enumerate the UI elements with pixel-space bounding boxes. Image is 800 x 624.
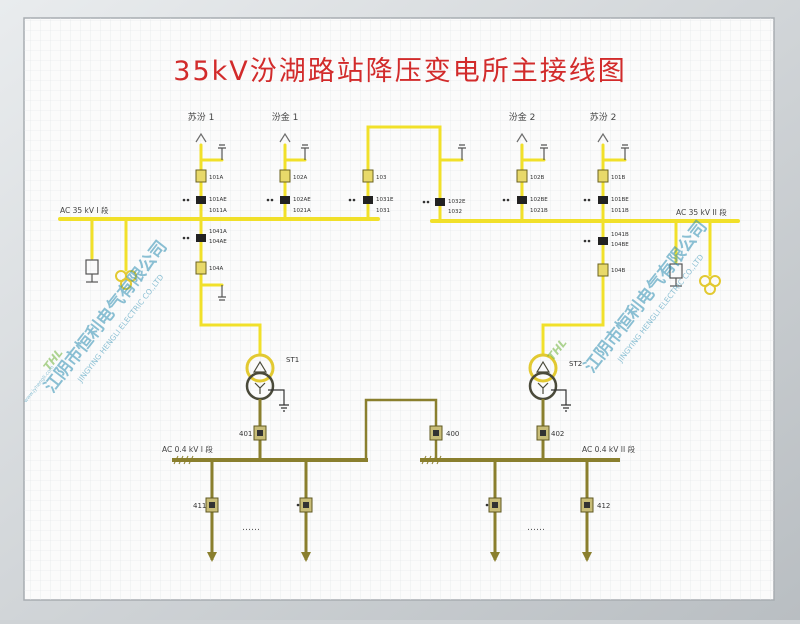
label-104AE: 104AE: [209, 239, 227, 245]
label-1041A: 1041A: [209, 229, 227, 235]
breaker-102B: [516, 169, 528, 183]
board-grid: [24, 18, 774, 600]
label-102BE: 102BE: [530, 197, 548, 203]
breaker-104A: [195, 261, 207, 275]
label-1021A: 1021A: [293, 208, 311, 214]
label-1031E: 1031E: [376, 197, 394, 203]
label-411: 411: [193, 502, 206, 510]
label-st1: ST1: [286, 356, 299, 364]
label-401: 401: [239, 430, 252, 438]
bus-label-lv-1: AC 0.4 kV I 段: [162, 444, 213, 454]
label-1032E: 1032E: [448, 199, 466, 205]
bus-label-hv-1: AC 35 kV I 段: [60, 205, 109, 215]
label-101AE: 101AE: [209, 197, 227, 203]
label-1032: 1032: [448, 209, 462, 215]
label-400: 400: [446, 430, 459, 438]
label-402: 402: [551, 430, 564, 438]
bus-label-lv-2: AC 0.4 kV II 段: [582, 444, 636, 454]
feeder-labels: 苏汾 1 汾金 1 汾金 2 苏汾 2: [188, 111, 617, 123]
label-1041B: 1041B: [611, 232, 629, 238]
outgoing-feeder-arrows: [207, 552, 592, 562]
bus-left-equipment: [85, 259, 137, 290]
feeder-label-fenjin1: 汾金 1: [272, 111, 299, 123]
label-101A: 101A: [209, 175, 223, 181]
bus-right-equipment: [669, 263, 721, 295]
label-1021B: 1021B: [530, 208, 548, 214]
feeder-terminal-symbols: [195, 132, 609, 143]
breaker-103: [362, 169, 374, 183]
label-104BE: 104BE: [611, 242, 629, 248]
feeder-label-fenjin2: 汾金 2: [509, 111, 536, 123]
diagram-title: 35kV汾湖路站降压变电所主接线图: [173, 56, 626, 87]
ellipsis-left: ……: [242, 523, 260, 533]
label-st2: ST2: [569, 360, 582, 368]
label-1011A: 1011A: [209, 208, 227, 214]
bus-label-hv-2: AC 35 kV II 段: [676, 207, 727, 217]
label-103: 103: [376, 175, 387, 181]
lv-device-labels: ST1 ST2 401 400 402 411 412: [193, 356, 610, 510]
bus-labels: AC 35 kV I 段 AC 35 kV II 段 AC 0.4 kV I 段…: [60, 205, 727, 454]
label-101B: 101B: [611, 175, 625, 181]
label-104A: 104A: [209, 266, 223, 272]
label-1011B: 1011B: [611, 208, 629, 214]
label-104B: 104B: [611, 268, 625, 274]
breaker-101A: [195, 169, 207, 183]
label-1031: 1031: [376, 208, 390, 214]
voltage-transformer-right: [699, 275, 721, 295]
ellipsis-right: ……: [527, 523, 545, 533]
feeder-label-sufen2: 苏汾 2: [590, 111, 617, 123]
hv-breakers: [195, 169, 609, 277]
label-102B: 102B: [530, 175, 544, 181]
breaker-101B: [597, 169, 609, 183]
label-102AE: 102AE: [293, 197, 311, 203]
label-101BE: 101BE: [611, 197, 629, 203]
voltage-transformer-left: [115, 270, 137, 290]
label-412: 412: [597, 502, 610, 510]
feeder-label-sufen1: 苏汾 1: [188, 111, 215, 123]
earthing-switch-symbols: [218, 144, 629, 301]
breaker-104B: [597, 263, 609, 277]
device-labels: 101A 101AE 1011A 102A 102AE 1021A 103 10…: [209, 175, 629, 274]
lv-breakers: [205, 425, 594, 513]
label-102A: 102A: [293, 175, 307, 181]
isolator-indicators: [182, 196, 608, 245]
breaker-102A: [279, 169, 291, 183]
lv-bus-hatch: [173, 455, 442, 465]
ellipsis-marks: …… ……: [242, 523, 545, 533]
